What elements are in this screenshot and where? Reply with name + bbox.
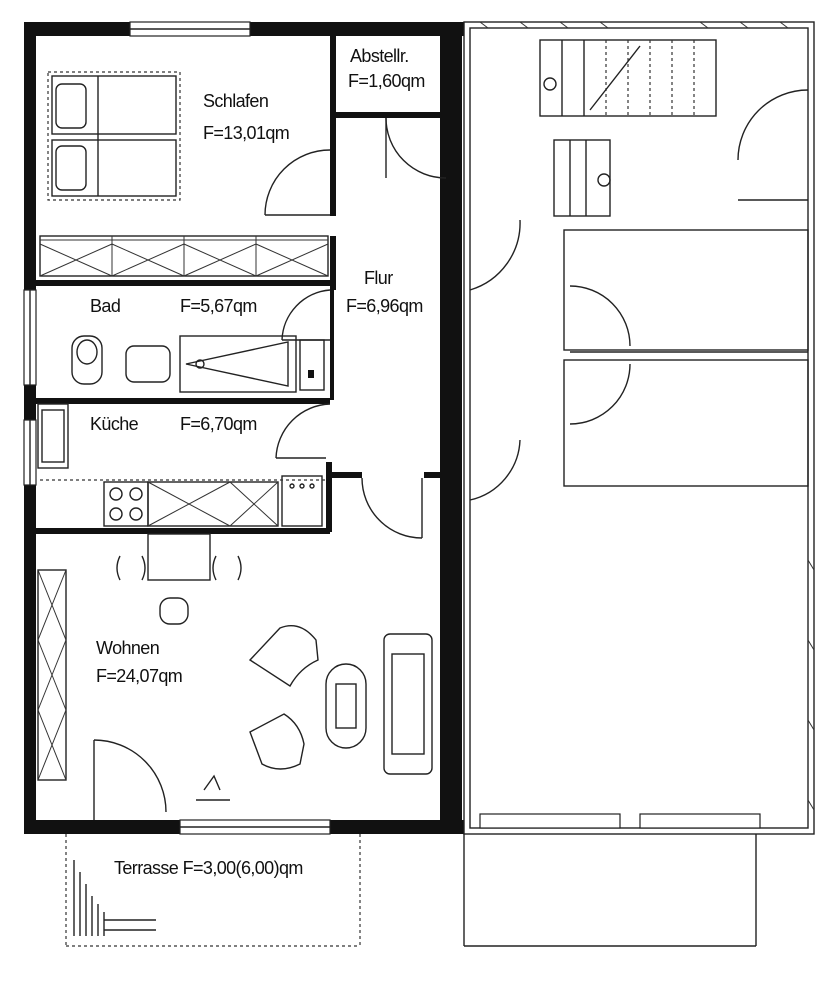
- windows-left: [23, 21, 331, 835]
- room-area-schlafen: F=13,01qm: [203, 123, 289, 143]
- terrace-left: [65, 834, 361, 947]
- terrace-right: [463, 834, 757, 947]
- bath-fixtures: [71, 335, 325, 393]
- room-area-kueche: F=6,70qm: [180, 414, 257, 434]
- interior-walls-left: [36, 36, 440, 534]
- living-furniture: [37, 533, 433, 801]
- room-name-schlafen: Schlafen: [203, 91, 268, 111]
- room-name-kueche: Küche: [90, 414, 139, 434]
- kitchen-fixtures: [37, 403, 326, 527]
- room-area-flur: F=6,96qm: [346, 296, 423, 316]
- wardrobe: [39, 235, 329, 277]
- room-name-flur: Flur: [364, 268, 393, 288]
- room-labels: Schlafen F=13,01qm Abstellr. F=1,60qm Fl…: [90, 46, 425, 878]
- room-area-wohnen: F=24,07qm: [96, 666, 182, 686]
- terrace-label: Terrasse F=3,00(6,00)qm: [114, 858, 303, 878]
- right-unit: [463, 21, 815, 835]
- room-area-bad: F=5,67qm: [180, 296, 257, 316]
- room-name-abstell: Abstellr.: [350, 46, 409, 66]
- beds: [47, 71, 181, 201]
- room-name-bad: Bad: [90, 296, 120, 316]
- room-name-wohnen: Wohnen: [96, 638, 159, 658]
- room-area-abstell: F=1,60qm: [348, 71, 425, 91]
- doors-left: [93, 117, 447, 820]
